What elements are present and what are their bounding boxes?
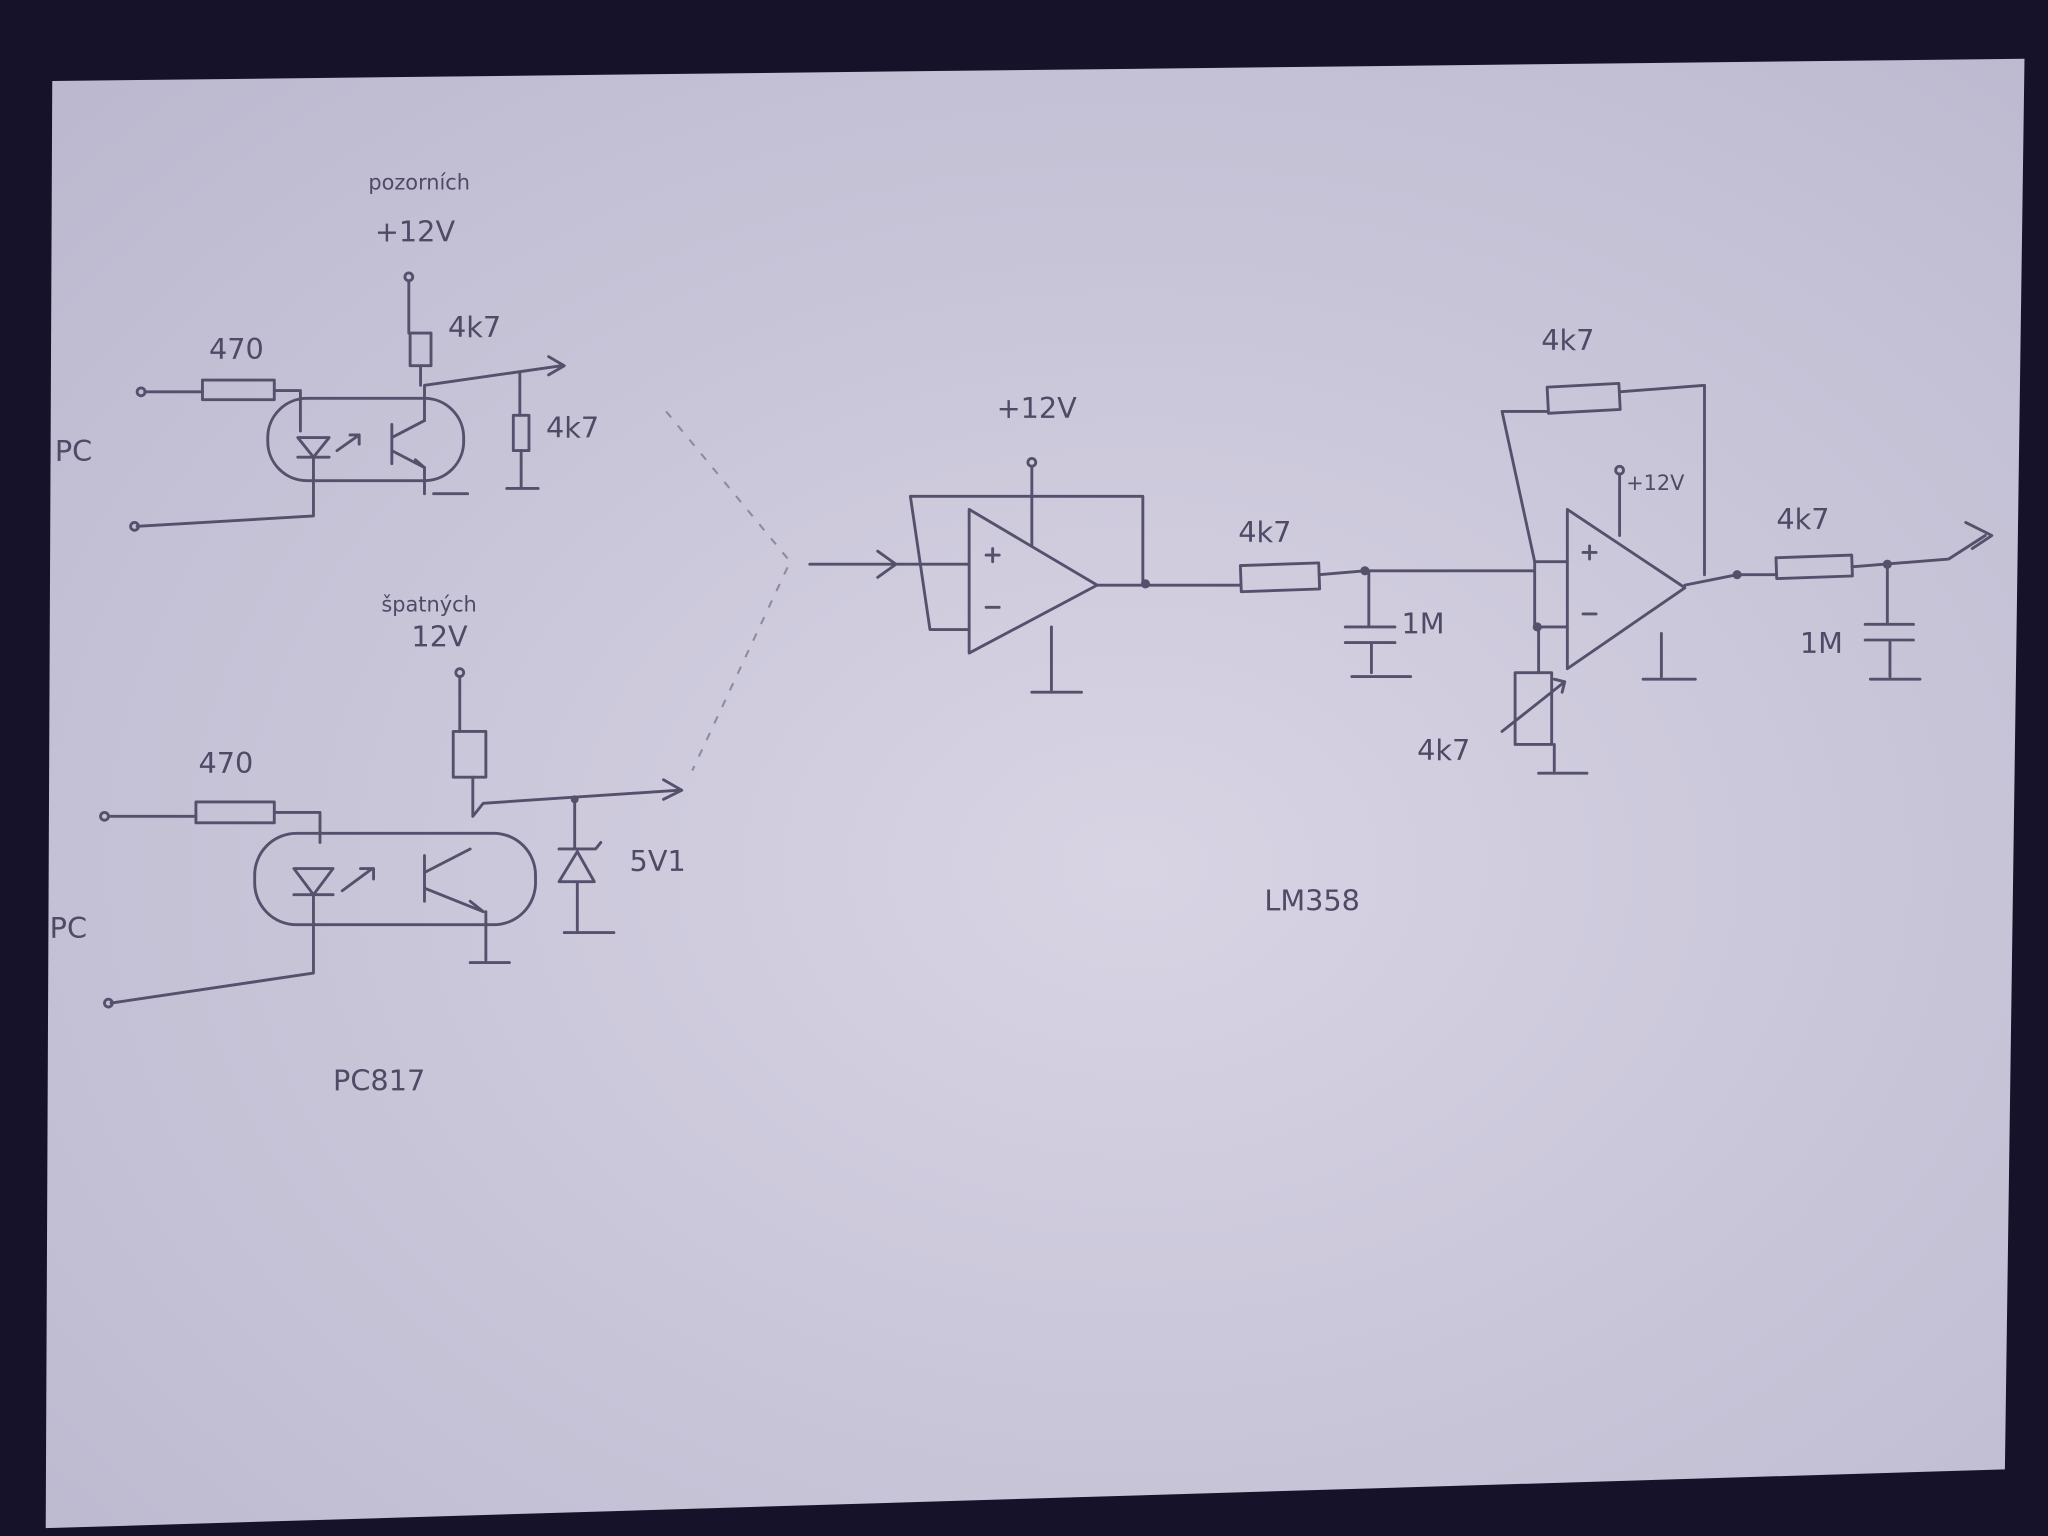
feedback-resistor-label: 4k7 [1541,323,1594,357]
stage2-resistor-label: 4k7 [1776,502,1829,536]
top-pc-label: PC [55,434,92,468]
bottom-supply-name: špatných [381,592,476,616]
capacitor-1m-stage2 [1863,562,1922,681]
bottom-pc-label: PC [50,911,87,945]
optocoupler-body [253,831,537,927]
top-supply-name: pozorních [368,170,470,194]
resistor-4k7-output [511,413,531,453]
resistor-470-bottom [194,800,276,825]
stage1-cap-label: 1M [1401,606,1444,640]
bottom-supply-voltage: 12V [411,620,468,654]
paper-sheet [45,58,2025,1529]
transistor-icon [423,847,485,914]
top-collector-resistor-label: 4k7 [448,310,501,344]
optocoupler-part-label: PC817 [333,1064,425,1098]
potentiometer-4k7 [1513,671,1554,746]
stage1-resistor-label: 4k7 [1238,515,1291,549]
top-optocoupler-circuit: pozorních +12V 470 4k7 4k7 PC [55,170,599,532]
opamp-stage-1: +12V 4k7 1M [808,391,1537,694]
opamp-2-icon [1565,507,1687,671]
opamp2-supply-label: +12V [1626,471,1685,495]
resistor-470-top [201,378,276,402]
bottom-input-resistor-label: 470 [199,746,254,780]
optocoupler-body [266,396,466,483]
pot-label: 4k7 [1417,733,1470,767]
top-input-resistor-label: 470 [209,332,264,366]
top-output-resistor-label: 4k7 [546,411,599,445]
zener-label: 5V1 [630,844,686,878]
opamp-stage-2: 4k7 +12V 4k7 4k7 1M LM358 [1264,323,1994,917]
capacitor-1m-stage1 [1343,569,1413,679]
stage2-cap-label: 1M [1800,626,1843,660]
opamp-part-label: LM358 [1264,883,1360,917]
resistor-4k7-collector [408,331,433,368]
resistor-4k7-feedback [1545,381,1622,415]
bottom-optocoupler-circuit: špatných 12V 470 5V1 PC PC817 [50,592,686,1097]
opamp1-supply-label: +12V [997,391,1078,425]
zener-diode-icon [557,797,616,935]
opamp-1-icon [967,507,1099,655]
top-supply-voltage: +12V [375,215,456,249]
resistor-pullup [451,729,488,779]
